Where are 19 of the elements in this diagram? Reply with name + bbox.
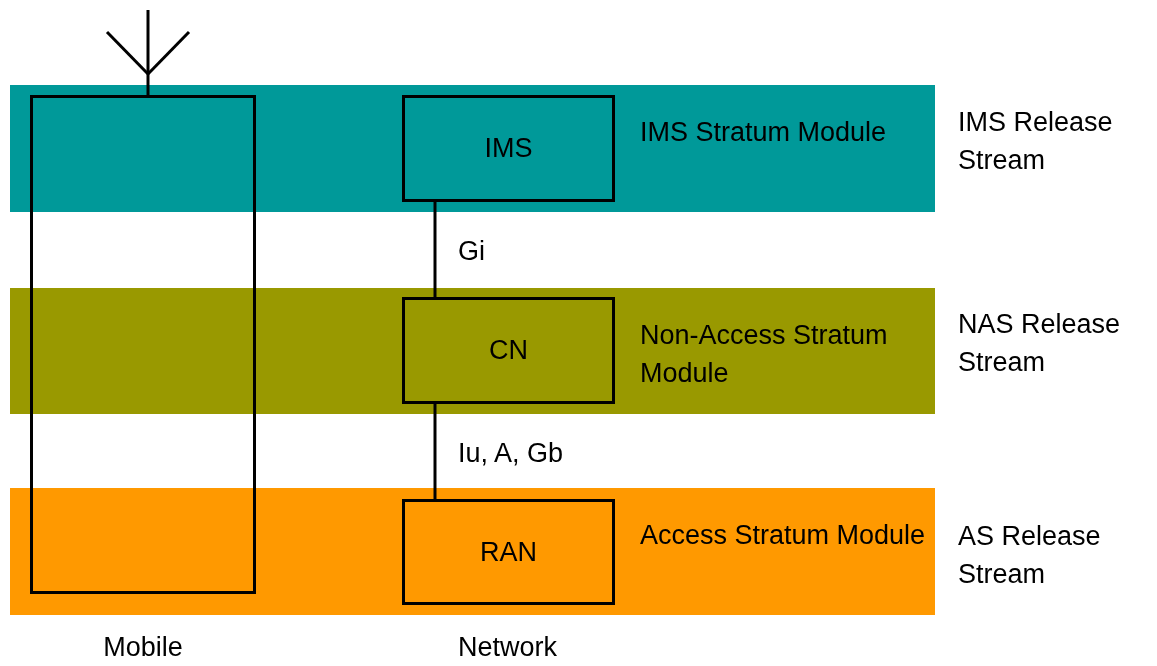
network-element-box [402,95,615,202]
network-element-box [402,499,615,605]
layer-band [10,85,935,212]
release-stream-label: IMS Release Stream [958,106,1114,177]
layer-label: Non-Access Stratum Module [640,319,889,390]
box-label: CN [489,335,528,366]
box-label: RAN [480,536,537,568]
release-stream-label: AS Release Stream [958,520,1102,591]
layer-band [10,488,935,615]
network-element-box [402,297,615,404]
layer-band [10,288,935,414]
layer-label: Access Stratum Module [640,519,927,552]
connector-line [433,404,437,499]
release-stream-label: NAS Release Stream [958,308,1122,379]
connector-line [433,202,437,297]
mobile-label: Mobile [102,631,184,664]
layer-label: IMS Stratum Module [640,116,888,149]
box-label: IMS [484,133,533,164]
network-label: Network [458,631,558,664]
